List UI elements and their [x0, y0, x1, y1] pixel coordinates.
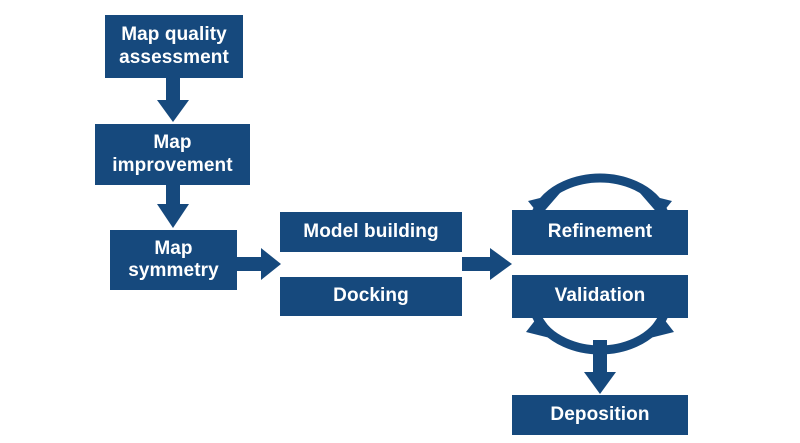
- node-deposition[interactable]: Deposition: [512, 395, 688, 435]
- node-map-improvement[interactable]: Map improvement: [95, 124, 250, 185]
- edge-cycle-arrowhead-bottom-left: [526, 314, 558, 340]
- refinement-validation-divider: [512, 255, 688, 275]
- edge-cycle-arc-top: [531, 173, 669, 216]
- edge-quality-to-improvement: [157, 78, 189, 122]
- node-map-quality-assessment[interactable]: Map quality assessment: [105, 15, 243, 78]
- edge-cycle-to-deposition: [584, 340, 616, 394]
- node-validation[interactable]: Validation: [512, 275, 688, 318]
- edge-cycle-arrowhead-bottom-right: [642, 314, 674, 340]
- edge-modelbuilding-to-refinement: [462, 248, 512, 280]
- edge-improvement-to-symmetry: [157, 185, 189, 228]
- node-map-symmetry[interactable]: Map symmetry: [110, 230, 237, 290]
- node-model-building[interactable]: Model building: [280, 212, 462, 252]
- node-refinement[interactable]: Refinement: [512, 210, 688, 255]
- edge-symmetry-to-modelbuilding: [237, 248, 281, 280]
- node-docking[interactable]: Docking: [280, 277, 462, 316]
